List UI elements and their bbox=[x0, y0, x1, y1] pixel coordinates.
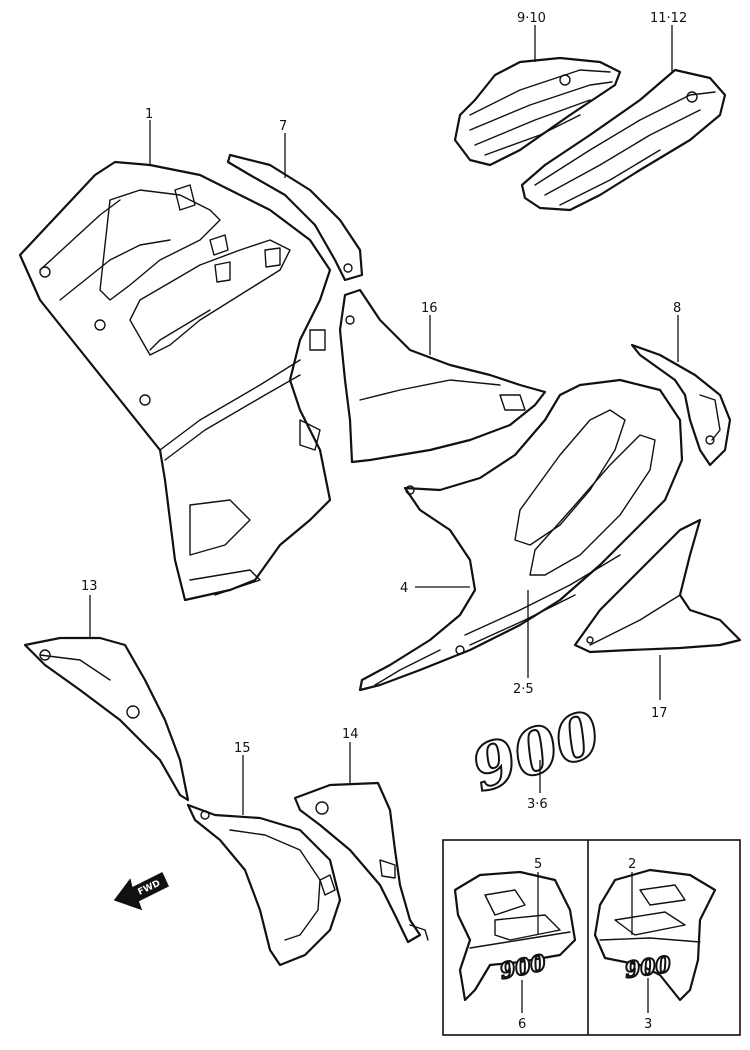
callout-2-5: 2·5 bbox=[513, 682, 534, 697]
inset-callout-6: 6 bbox=[518, 1017, 526, 1032]
part-4-lower-cowling bbox=[358, 378, 684, 692]
callout-7: 7 bbox=[279, 119, 287, 134]
inset-callout-5: 5 bbox=[534, 857, 542, 872]
callout-labels: 1 7 9·10 11·12 16 8 4 2·5 17 13 3·6 15 1… bbox=[81, 11, 687, 812]
part-7-trim-strip bbox=[226, 153, 364, 282]
callout-8: 8 bbox=[673, 301, 681, 316]
callout-1: 1 bbox=[145, 107, 153, 122]
part-1-upper-cowling bbox=[18, 160, 332, 602]
callout-16: 16 bbox=[421, 301, 438, 316]
inset-callout-2: 2 bbox=[628, 857, 636, 872]
callout-14: 14 bbox=[342, 727, 359, 742]
leader-lines bbox=[89, 25, 679, 815]
callout-13: 13 bbox=[81, 579, 98, 594]
callout-15: 15 bbox=[234, 741, 251, 756]
part-9-10-duct-panel bbox=[453, 56, 622, 167]
part-15-under-cowl bbox=[186, 803, 342, 967]
inset-left-cowl: 900 bbox=[453, 870, 577, 1002]
part-11-12-duct-panel bbox=[520, 68, 727, 212]
fwd-arrow-icon: FWD bbox=[113, 871, 169, 911]
callout-3-6: 3·6 bbox=[527, 797, 548, 812]
inset-right-cowl: 900 bbox=[593, 868, 717, 1002]
part-8-side-panel bbox=[630, 343, 732, 467]
part-16-inner-panel bbox=[338, 288, 547, 464]
part-3-6-emblem: 900 bbox=[462, 696, 610, 807]
inset-left-emblem: 900 bbox=[498, 950, 549, 985]
callout-17: 17 bbox=[651, 706, 668, 721]
callout-11-12: 11·12 bbox=[650, 11, 687, 26]
callout-9-10: 9·10 bbox=[517, 11, 546, 26]
inset-detail-box: 900 900 5 6 2 3 bbox=[442, 839, 741, 1036]
part-13-side-trim bbox=[23, 636, 190, 802]
part-14-under-cowl bbox=[293, 781, 429, 944]
emblem-900: 900 bbox=[463, 697, 609, 806]
part-17-knee-panel bbox=[573, 518, 742, 654]
callout-4: 4 bbox=[400, 581, 408, 596]
inset-callout-3: 3 bbox=[644, 1017, 652, 1032]
